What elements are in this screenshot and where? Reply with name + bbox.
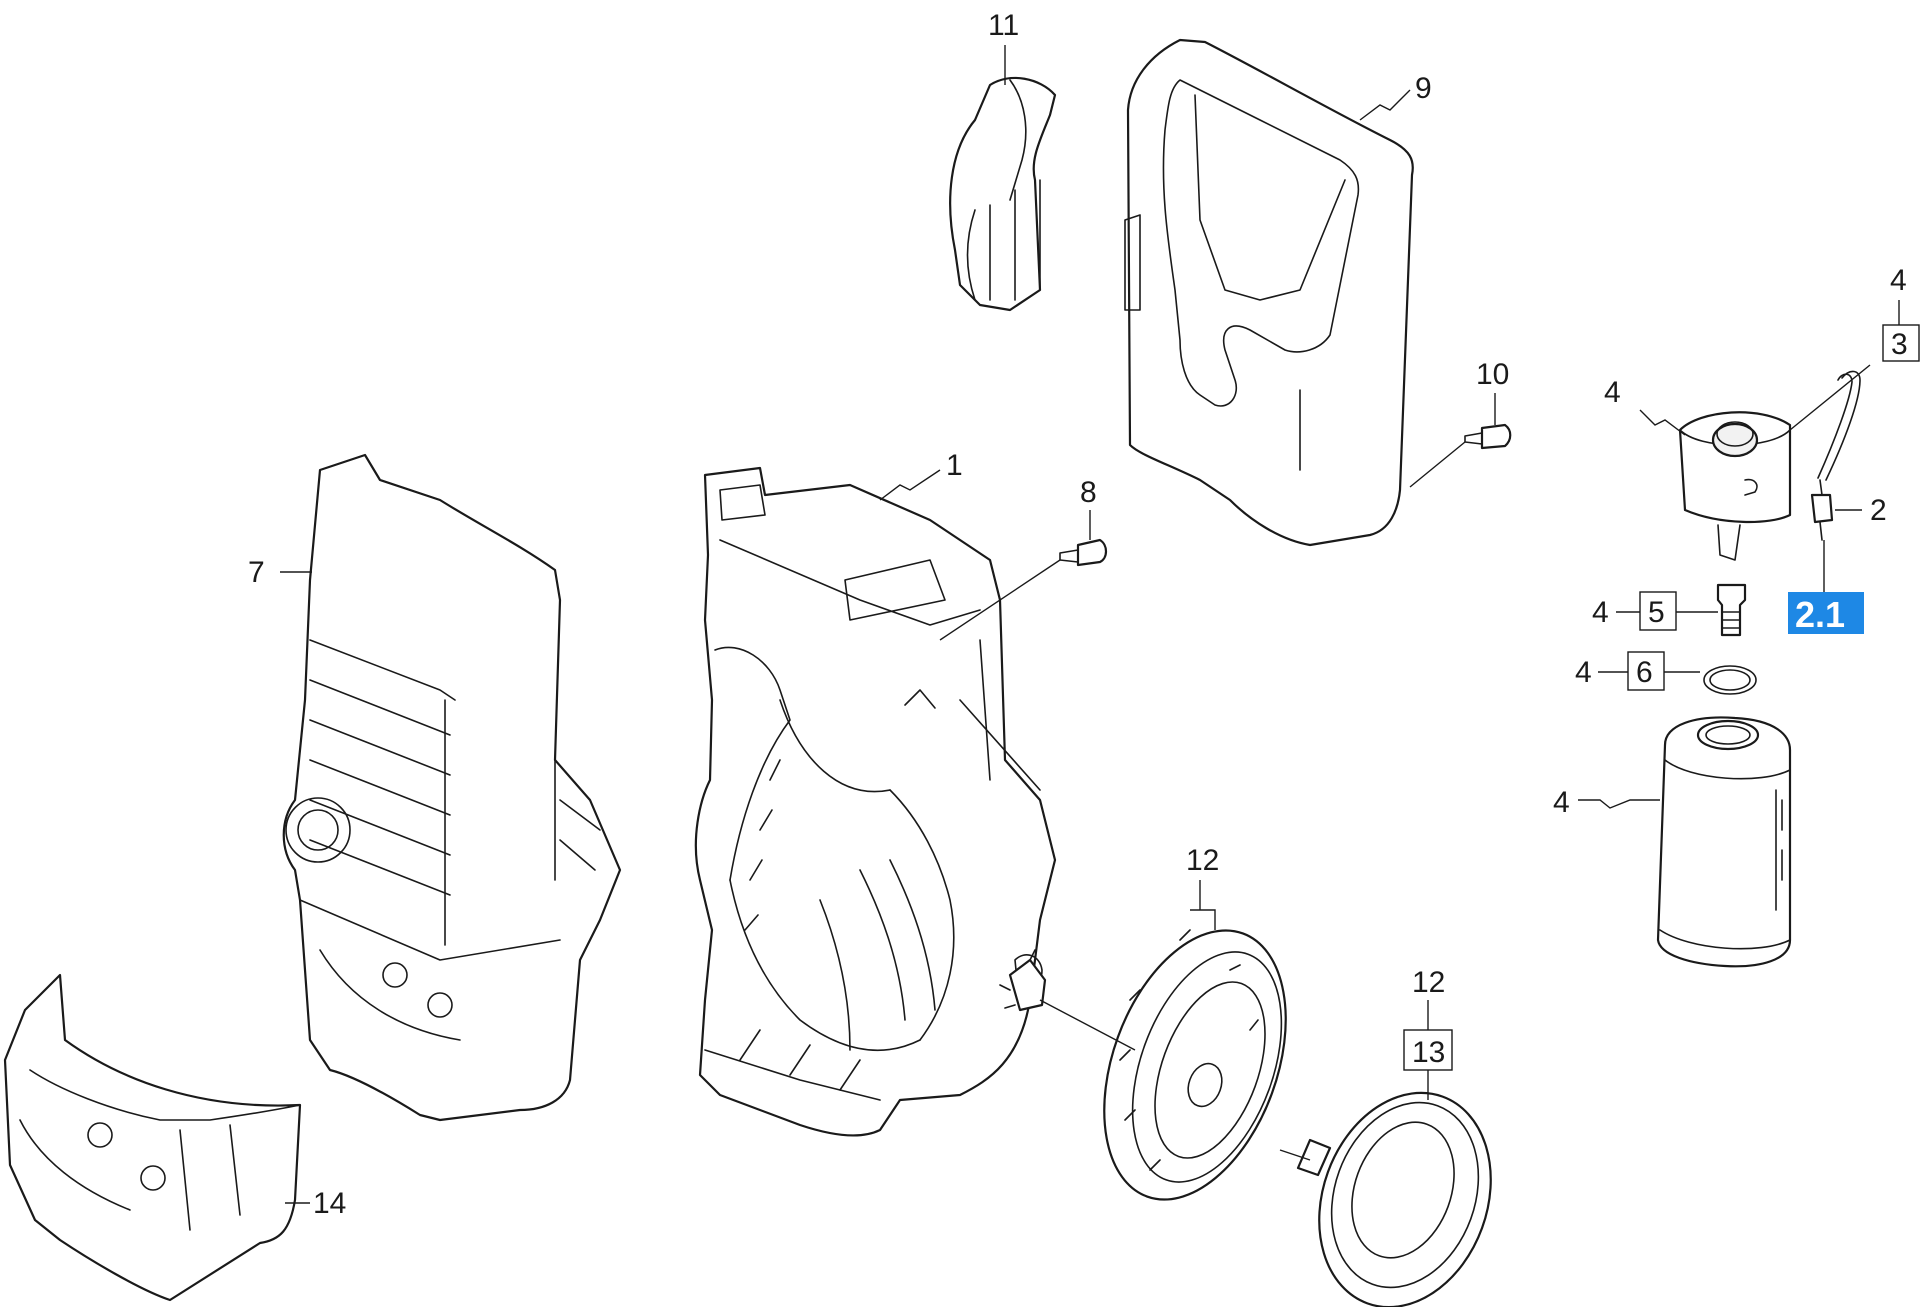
- label-4-s6-text: 4: [1575, 656, 1592, 689]
- label-14-text: 14: [313, 1187, 346, 1220]
- label-8: 8: [1080, 476, 1097, 540]
- label-13-text: 13: [1412, 1036, 1445, 1069]
- label-5-box: [1639, 591, 1677, 631]
- label-4-cap: 4: [1604, 376, 1686, 436]
- label-12-wheel-text: 12: [1186, 844, 1219, 877]
- part-14-base-trim[interactable]: [3, 973, 302, 1302]
- part-12-axle-cap[interactable]: [999, 949, 1136, 1051]
- part-cap-assembly[interactable]: [1678, 411, 1792, 561]
- part-3-hose[interactable]: [1789, 364, 1871, 481]
- part-6-o-ring[interactable]: [1703, 665, 1757, 695]
- part-9-handle-frame[interactable]: [1124, 38, 1414, 547]
- label-6-group: 4 6: [1575, 651, 1700, 691]
- label-9-text: 9: [1415, 72, 1432, 105]
- label-3-box: [1882, 324, 1920, 362]
- label-8-text: 8: [1080, 476, 1097, 509]
- part-4-detergent-tank[interactable]: [1656, 716, 1792, 968]
- label-2-1-box[interactable]: [1788, 592, 1864, 634]
- part-12-wheel[interactable]: [1070, 905, 1320, 1224]
- label-4-cap-text: 4: [1604, 376, 1621, 409]
- part-7-front-cover[interactable]: [282, 453, 622, 1122]
- label-2: 2: [1835, 494, 1887, 527]
- label-3-group: 4 3: [1882, 264, 1920, 362]
- label-6-box: [1627, 651, 1665, 691]
- label-4-top-text: 4: [1890, 264, 1907, 297]
- label-1: 1: [879, 449, 963, 501]
- label-6-text: 6: [1636, 656, 1653, 689]
- part-13-hub-cap[interactable]: [1279, 1069, 1520, 1307]
- label-2-1-highlight[interactable]: 2.1: [1788, 540, 1864, 635]
- label-10: 10: [1476, 358, 1509, 425]
- label-5-text: 5: [1648, 596, 1665, 629]
- label-13-box: [1403, 1029, 1453, 1071]
- label-4-tank-text: 4: [1553, 786, 1570, 819]
- label-12-wheel: 12: [1186, 844, 1219, 930]
- label-5-group: 4 5: [1592, 591, 1718, 631]
- label-11-text: 11: [988, 9, 1019, 42]
- label-2-1-text: 2.1: [1795, 594, 1845, 635]
- label-3-text: 3: [1891, 328, 1908, 361]
- part-2-valve[interactable]: [1810, 479, 1834, 541]
- part-10-screw[interactable]: [1409, 423, 1512, 488]
- label-9: 9: [1359, 72, 1432, 121]
- label-14: 14: [285, 1187, 346, 1220]
- label-4-s5-text: 4: [1592, 596, 1609, 629]
- label-7: 7: [248, 556, 312, 589]
- part-5-filter[interactable]: [1716, 583, 1747, 637]
- part-1-main-housing[interactable]: [694, 466, 1057, 1137]
- label-12-hub: 12 13: [1403, 966, 1453, 1100]
- label-11: 11: [988, 9, 1019, 85]
- label-7-text: 7: [248, 556, 265, 589]
- label-12-hub-text: 12: [1412, 966, 1445, 999]
- label-1-text: 1: [946, 449, 963, 482]
- part-8-screw[interactable]: [939, 538, 1108, 641]
- label-10-text: 10: [1476, 358, 1509, 391]
- part-11-handle-grip[interactable]: [949, 76, 1057, 312]
- label-2-text: 2: [1870, 494, 1887, 527]
- label-4-tank: 4: [1553, 786, 1660, 819]
